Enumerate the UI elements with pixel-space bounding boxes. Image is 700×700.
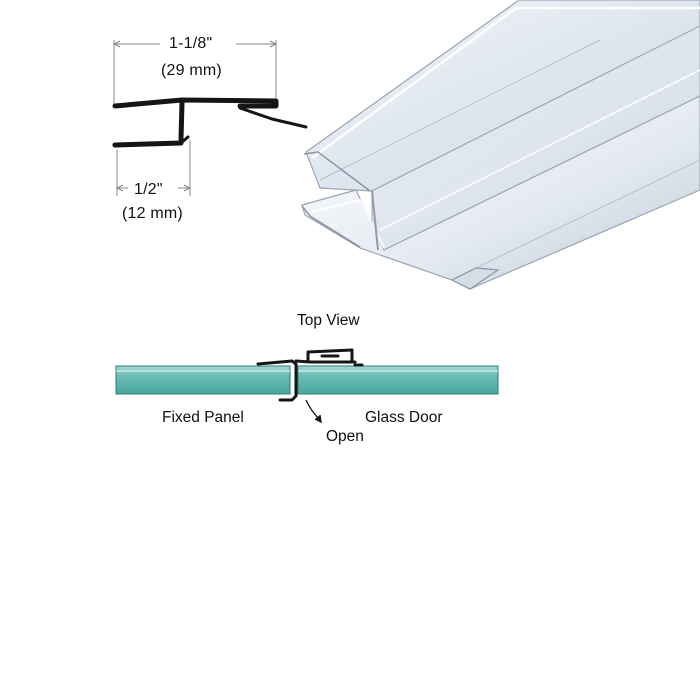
fixed-panel-label: Fixed Panel bbox=[162, 409, 244, 426]
fixed-panel-glass bbox=[115, 365, 291, 395]
h-profile-outline bbox=[112, 97, 308, 148]
open-arrow bbox=[305, 399, 322, 424]
glass-door-glass bbox=[297, 365, 499, 395]
width-dimension-metric: (29 mm) bbox=[161, 62, 222, 79]
seal-top-flange bbox=[305, 0, 700, 192]
leg-dimension-imperial: 1/2" bbox=[134, 181, 163, 198]
h-seal-top-view bbox=[256, 348, 364, 402]
open-label: Open bbox=[326, 428, 364, 445]
width-dimension-imperial: 1-1/8" bbox=[169, 35, 213, 52]
seal-end-lip bbox=[450, 267, 500, 290]
leg-dimension-metric: (12 mm) bbox=[122, 205, 183, 222]
top-view-title: Top View bbox=[297, 312, 360, 329]
glass-door-label: Glass Door bbox=[365, 409, 443, 426]
dimension-lines bbox=[112, 40, 278, 196]
